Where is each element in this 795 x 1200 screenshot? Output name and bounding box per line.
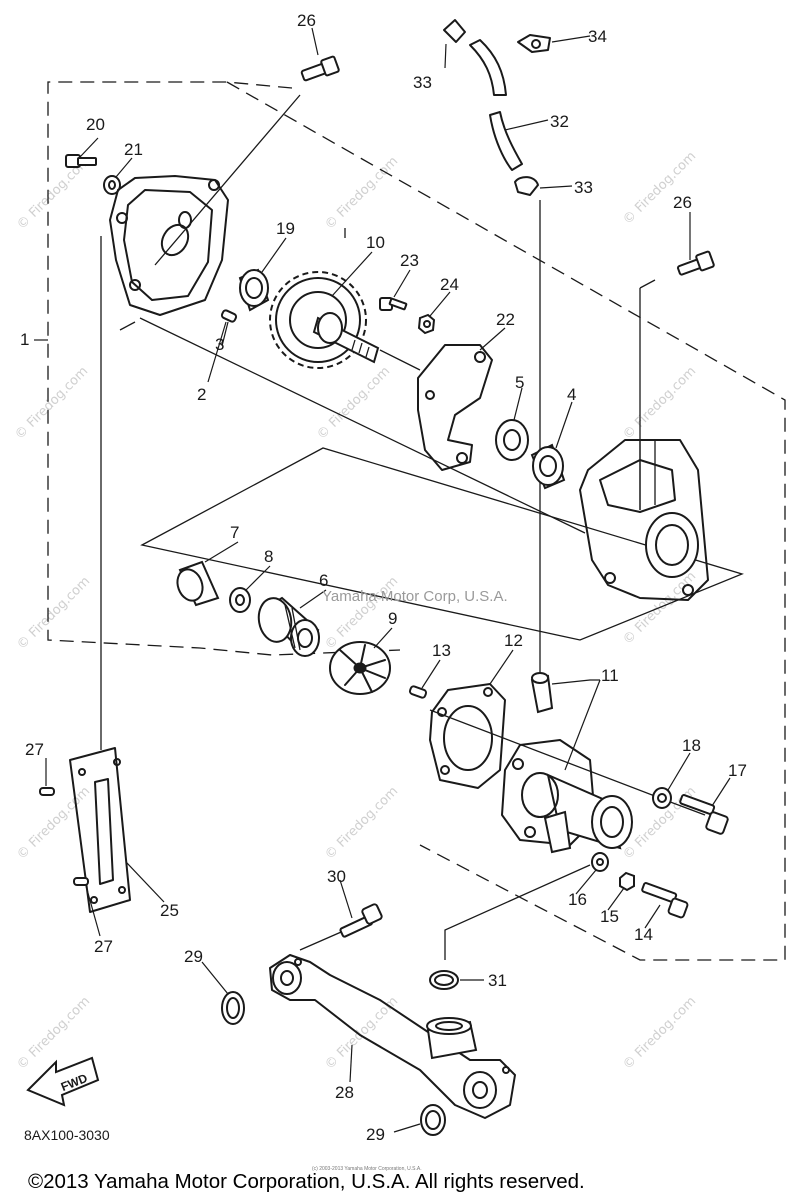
pin-27-lower <box>73 877 89 886</box>
svg-text:© Firedog.com: © Firedog.com <box>12 364 91 443</box>
diagram-code: 8AX100-3030 <box>24 1127 110 1143</box>
fwd-arrow: FWD <box>26 1056 100 1107</box>
svg-text:© Firedog.com: © Firedog.com <box>14 574 93 653</box>
callout-27-upper: 27 <box>25 740 44 759</box>
callout-18: 18 <box>682 736 701 755</box>
gasket-25 <box>69 747 131 913</box>
callout-8: 8 <box>264 547 273 566</box>
impeller-9 <box>329 641 391 695</box>
pin-27-upper <box>39 787 55 796</box>
callout-10: 10 <box>366 233 385 252</box>
screw-20 <box>65 154 97 168</box>
callout-28: 28 <box>335 1083 354 1102</box>
grouping-lines <box>100 94 744 960</box>
mechanical-seal-6 <box>257 596 320 657</box>
bolt-30 <box>339 903 383 938</box>
housing-cover <box>109 175 229 316</box>
gasket-12 <box>429 683 506 789</box>
callout-4: 4 <box>567 385 576 404</box>
callout-11: 11 <box>601 666 619 685</box>
svg-text:© Firedog.com: © Firedog.com <box>620 149 699 228</box>
callout-9: 9 <box>388 609 397 628</box>
callout-29-lower: 29 <box>366 1125 385 1144</box>
callout-32: 32 <box>550 112 569 131</box>
bearing-19 <box>238 268 270 312</box>
bolt-26-right <box>676 250 715 276</box>
collar-7 <box>176 560 220 607</box>
callout-33-lower: 33 <box>574 178 593 197</box>
callout-26-top: 26 <box>297 11 316 30</box>
o-ring-31 <box>429 970 459 990</box>
washer-16 <box>591 852 609 872</box>
pump-housing <box>579 439 709 601</box>
callout-25: 25 <box>160 901 179 920</box>
callout-20: 20 <box>86 115 105 134</box>
callout-13: 13 <box>432 641 451 660</box>
callout-15: 15 <box>600 907 619 926</box>
callout-19: 19 <box>276 219 295 238</box>
callout-5: 5 <box>515 373 524 392</box>
callout-27-lower: 27 <box>94 937 113 956</box>
callout-6: 6 <box>319 571 328 590</box>
svg-text:© Firedog.com: © Firedog.com <box>314 364 393 443</box>
nut-24 <box>417 313 436 335</box>
washer-8 <box>229 587 251 613</box>
callout-17: 17 <box>728 761 747 780</box>
callout-26-right: 26 <box>673 193 692 212</box>
assembly-outline <box>47 81 786 961</box>
callout-29-upper: 29 <box>184 947 203 966</box>
pin-3 <box>220 309 238 323</box>
plate-22 <box>417 344 493 471</box>
callout-34: 34 <box>588 27 607 46</box>
screw-23 <box>379 297 408 311</box>
svg-text:© Firedog.com: © Firedog.com <box>14 994 93 1073</box>
callout-1: 1 <box>20 330 29 349</box>
svg-text:© Firedog.com: © Firedog.com <box>620 569 699 648</box>
callout-3: 3 <box>215 335 224 354</box>
callout-30: 30 <box>327 867 346 886</box>
pin-13 <box>408 685 428 699</box>
diagram-watermark: Yamaha Motor Corp, U.S.A. <box>322 588 508 605</box>
svg-text:© Firedog.com: © Firedog.com <box>620 994 699 1073</box>
callout-2: 2 <box>197 385 206 404</box>
callout-7: 7 <box>230 523 239 542</box>
hose-assembly <box>443 19 551 196</box>
o-ring-29-upper <box>221 991 245 1025</box>
callout-21: 21 <box>124 140 143 159</box>
pipe-28 <box>269 954 516 1119</box>
firedog-watermarks: © Firedog.com © Firedog.com © Firedog.co… <box>12 149 699 1073</box>
callout-12: 12 <box>504 631 523 650</box>
svg-text:© Firedog.com: © Firedog.com <box>620 364 699 443</box>
callout-24: 24 <box>440 275 459 294</box>
bearing-4 <box>530 443 566 490</box>
svg-text:© Firedog.com: © Firedog.com <box>322 784 401 863</box>
bolt-17 <box>679 794 729 835</box>
callout-33-top: 33 <box>413 73 432 92</box>
callout-23: 23 <box>400 251 419 270</box>
callout-22: 22 <box>496 310 515 329</box>
callout-leaders <box>34 27 731 1133</box>
gear-shaft-10 <box>269 271 380 369</box>
pump-cover-11 <box>501 672 633 854</box>
svg-text:© Firedog.com: © Firedog.com <box>322 154 401 233</box>
copyright-line: ©2013 Yamaha Motor Corporation, U.S.A. A… <box>28 1170 585 1193</box>
bolt-26-top <box>300 55 340 82</box>
nut-15 <box>619 871 635 892</box>
washer-18 <box>652 787 672 809</box>
small-print: (c) 2003-2013 Yamaha Motor Corporation, … <box>312 1166 422 1172</box>
callout-16: 16 <box>568 890 587 909</box>
bolt-14 <box>641 882 689 919</box>
seal-5 <box>495 419 529 461</box>
callout-labels: 26 34 33 32 33 20 21 19 10 23 24 22 5 4 … <box>20 11 747 1144</box>
o-ring-29-lower <box>420 1104 446 1136</box>
washer-21 <box>103 175 121 195</box>
callout-14: 14 <box>634 925 653 944</box>
callout-31: 31 <box>488 971 507 990</box>
